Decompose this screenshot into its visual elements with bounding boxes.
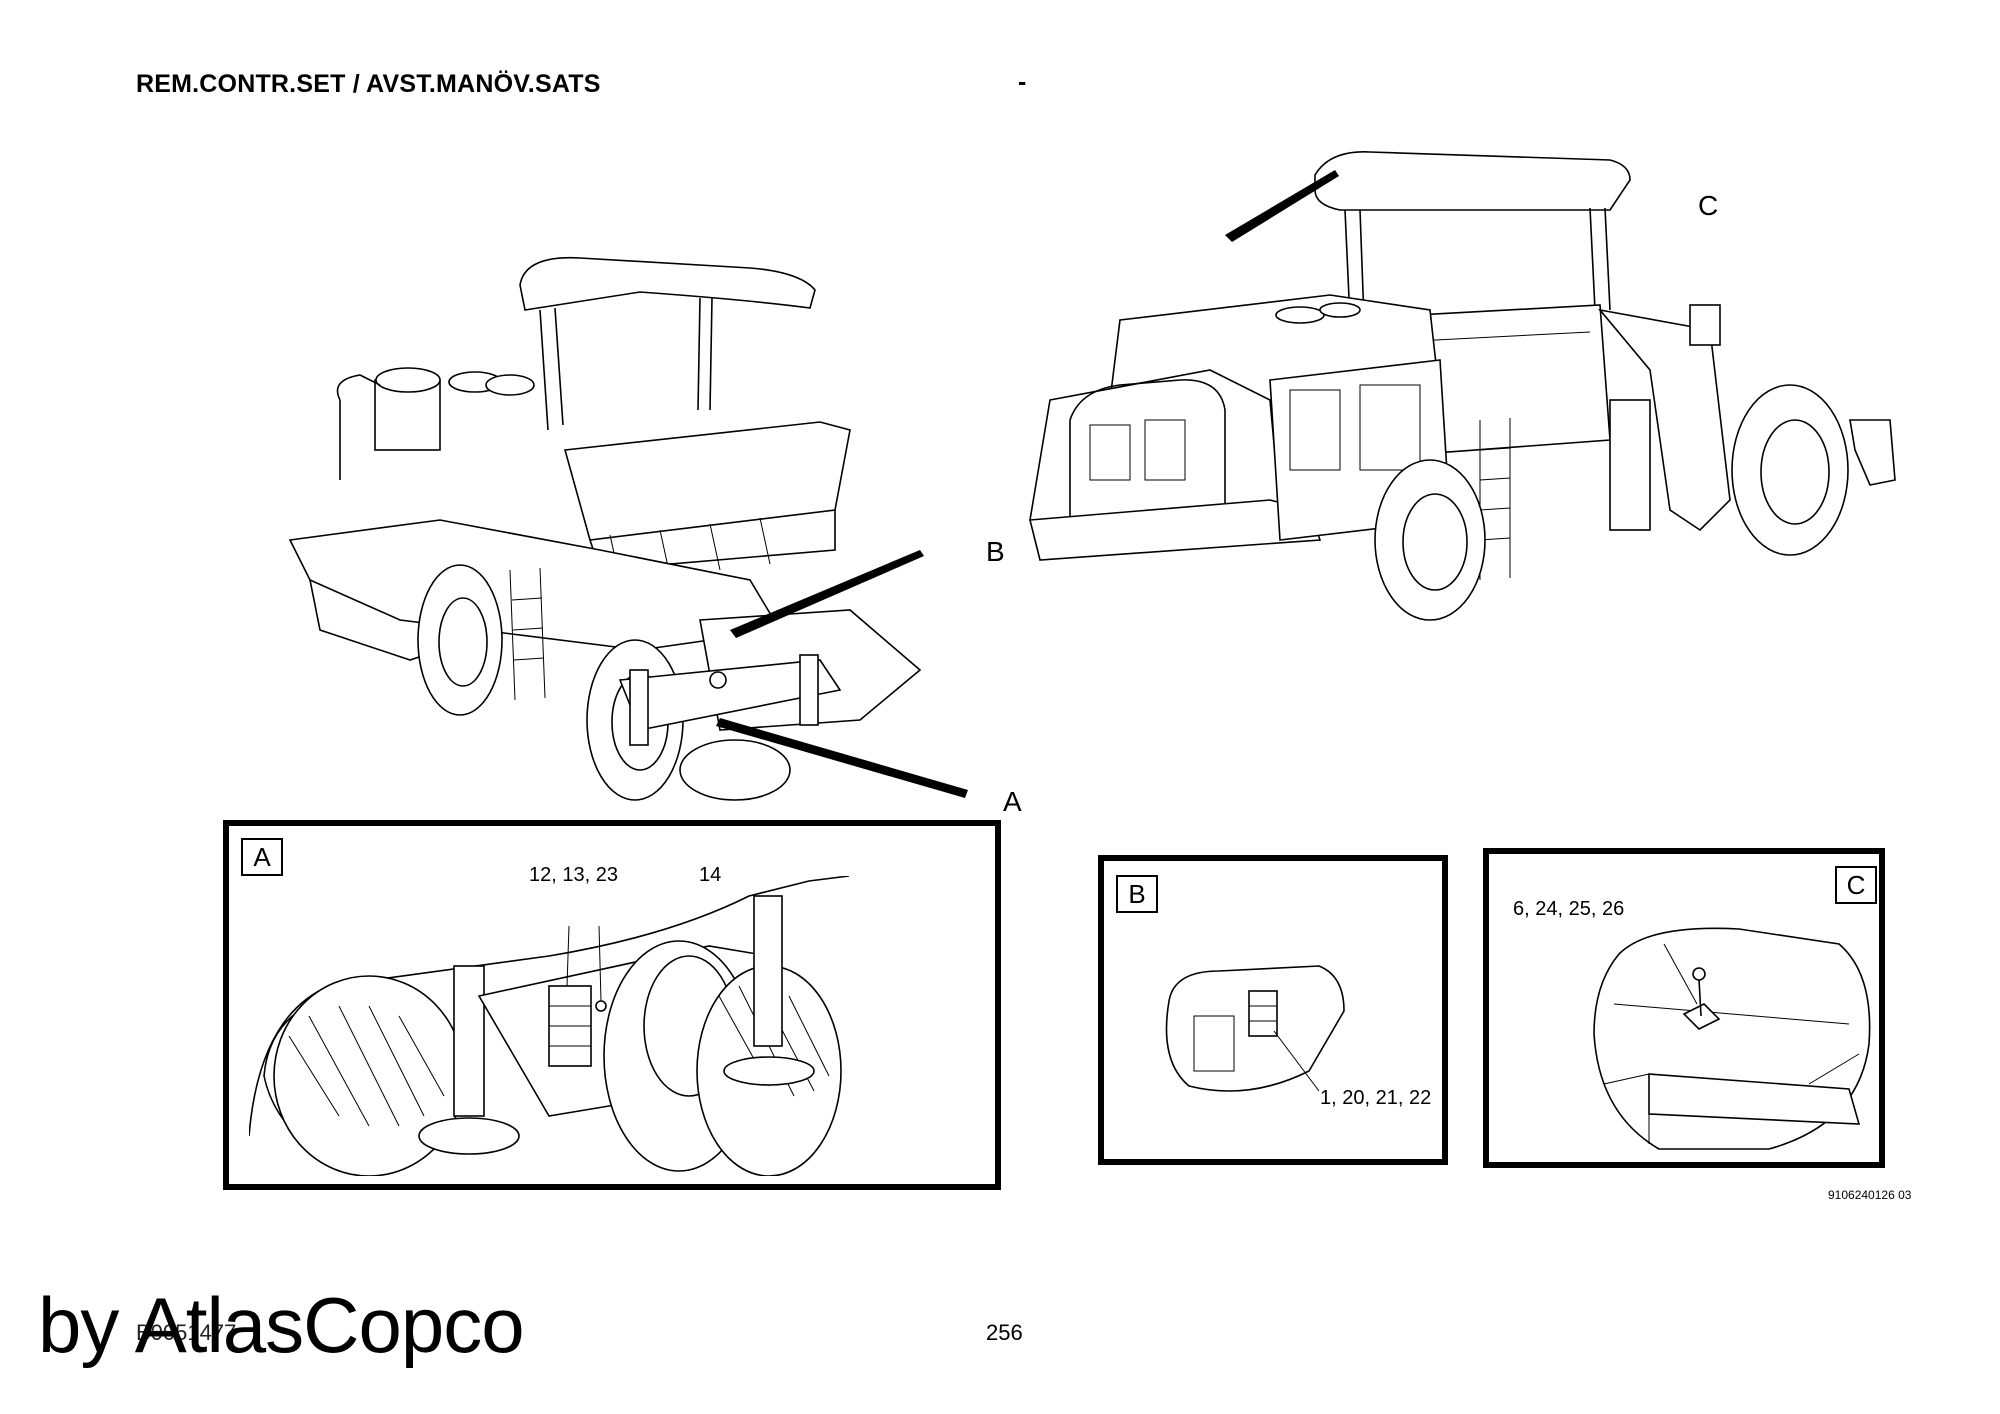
part-label-6-24-25-26: 6, 24, 25, 26: [1513, 898, 1625, 920]
callout-a-label: A: [1003, 786, 1022, 817]
detail-box-c: C 6, 24, 25, 26: [1483, 848, 1885, 1168]
part-label-14: 14: [699, 864, 722, 886]
left-machine-illustration: [288, 256, 968, 801]
document-number: B0051477: [136, 1320, 237, 1345]
detail-box-a: A 12, 13, 23 14: [223, 820, 1001, 1190]
part-label-12-13-23: 12, 13, 23: [529, 864, 618, 886]
detail-a-tag: A: [241, 838, 283, 876]
detail-b-tag: B: [1116, 875, 1158, 913]
detail-b-illustration: [1165, 965, 1345, 1092]
part-label-1-20-21-22: 1, 20, 21, 22: [1320, 1087, 1432, 1109]
drawing-id: 9106240126 03: [1828, 1188, 1912, 1202]
header-dash: -: [1018, 68, 1027, 96]
page-number: 256: [986, 1320, 1023, 1345]
detail-a-illustration: [249, 876, 850, 1176]
watermark: by AtlasCopco: [38, 1281, 525, 1369]
detail-c-tag: C: [1835, 866, 1877, 904]
detail-c-illustration: [1593, 927, 1871, 1150]
page-title: REM.CONTR.SET / AVST.MANÖV.SATS: [136, 70, 601, 98]
callout-c-label: C: [1698, 190, 1719, 221]
right-machine-illustration: [1028, 151, 1896, 621]
callout-b-label: B: [986, 536, 1005, 567]
detail-box-b: B 1, 20, 21, 22: [1098, 855, 1448, 1165]
